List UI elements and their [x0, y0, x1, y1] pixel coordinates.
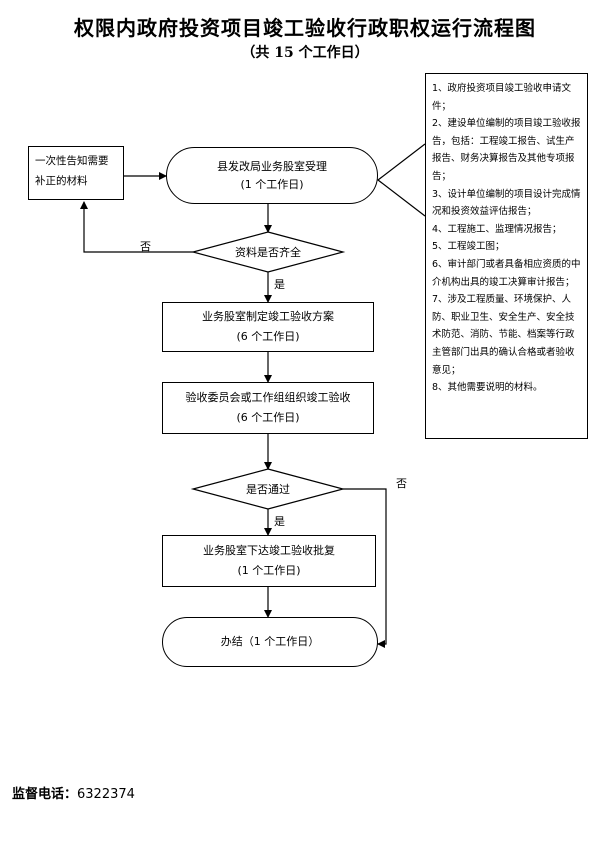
node-approve: 业务股室下达竣工验收批复 (1 个工作日)	[162, 535, 376, 587]
note-item: 1、政府投资项目竣工验收申请文件；	[432, 83, 572, 112]
note-item: 8、其他需要说明的材料。	[432, 382, 543, 394]
node-approve-duration: (1 个工作日)	[237, 564, 301, 577]
edge-label-no-docs: 否	[140, 240, 151, 253]
node-receive-title: 县发改局业务股室受理	[217, 159, 327, 173]
note-item: 7、涉及工程质量、环境保护、人防、职业卫生、安全生产、安全技术防范、消防、节能、…	[432, 294, 575, 376]
arrow-passed-no-to-complete	[343, 488, 387, 648]
node-approve-title: 业务股室下达竣工验收批复	[203, 544, 335, 557]
edge-label-passed: 是	[274, 515, 285, 528]
node-receive-duration: (1 个工作日)	[240, 177, 304, 191]
decision-passed-label: 是否通过	[246, 483, 290, 496]
page-title: 权限内政府投资项目竣工验收行政职权运行流程图	[74, 16, 536, 40]
edge-label-not-passed: 否	[396, 477, 407, 490]
node-complete-label: 办结（1 个工作日）	[220, 635, 320, 648]
node-complete: 办结（1 个工作日）	[162, 617, 378, 667]
required-materials-notes: 1、政府投资项目竣工验收申请文件； 2、建设单位编制的项目竣工验收报告，包括：工…	[425, 73, 588, 439]
supervision-phone-label: 监督电话：	[12, 787, 78, 802]
node-receive: 县发改局业务股室受理 (1 个工作日)	[166, 147, 378, 204]
node-inspect-duration: (6 个工作日)	[236, 411, 300, 424]
node-plan-title: 业务股室制定竣工验收方案	[202, 310, 334, 323]
note-item: 6、审计部门或者具备相应资质的中介机构出具的竣工决算审计报告；	[432, 258, 581, 288]
node-plan-duration: (6 个工作日)	[236, 330, 300, 343]
node-inspect-title: 验收委员会或工作组组织竣工验收	[185, 391, 351, 404]
arrow-check-no-to-left-box	[80, 201, 193, 253]
note-item: 4、工程施工、监理情况报告；	[432, 223, 562, 235]
node-inspect: 验收委员会或工作组组织竣工验收 (6 个工作日)	[162, 382, 374, 434]
note-item: 3、设计单位编制的项目设计完成情况和投资效益评估报告；	[432, 188, 581, 218]
edge-label-yes-docs: 是	[274, 278, 285, 291]
decision-check-docs-shape	[190, 231, 346, 273]
supervision-phone-number: 6322374	[77, 787, 135, 802]
notify-supplement-box: 一次性告知需要补正的材料	[28, 146, 124, 200]
supervision-phone: 监督电话：6322374	[12, 783, 135, 802]
note-item: 5、工程竣工图；	[432, 241, 505, 253]
decision-passed-shape	[190, 468, 346, 510]
decision-check-docs-label: 资料是否齐全	[235, 246, 301, 259]
notes-bracket	[377, 143, 426, 217]
node-plan: 业务股室制定竣工验收方案 (6 个工作日)	[162, 302, 374, 352]
page-subtitle: （共 15 个工作日）	[241, 45, 369, 61]
note-item: 2、建设单位编制的项目竣工验收报告，包括：工程竣工报告、试生产报告、财务决算报告…	[432, 118, 581, 182]
